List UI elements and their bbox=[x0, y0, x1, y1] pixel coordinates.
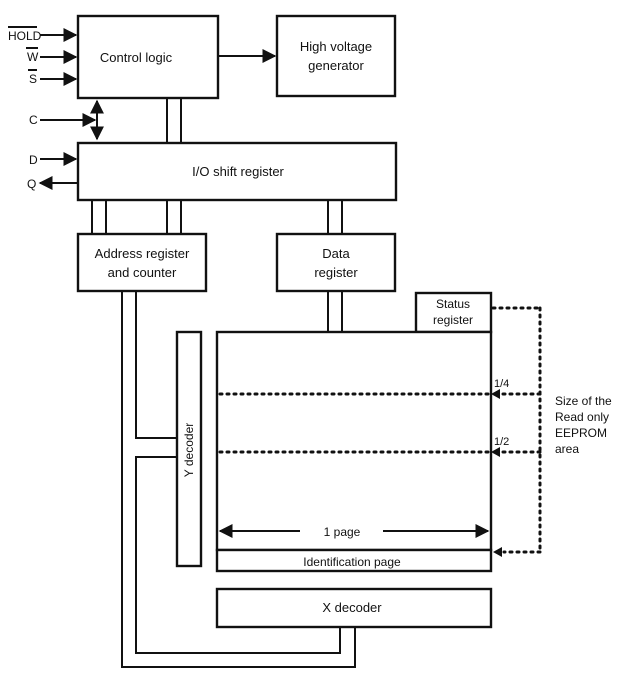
read-only-bottom-arrowhead bbox=[493, 547, 502, 557]
half-label: 1/2 bbox=[494, 436, 509, 448]
x-decoder-block bbox=[215, 587, 493, 629]
address-to-x-decoder-outer-path bbox=[121, 291, 356, 668]
x-decoder-label: X decoder bbox=[322, 600, 382, 615]
address-to-x-decoder-inner-path bbox=[135, 456, 341, 654]
q-signal-label: Q bbox=[27, 177, 36, 191]
hold-signal-label: HOLD bbox=[8, 29, 42, 43]
data-register-label-line1: Data bbox=[322, 246, 350, 261]
data-register-label-line2: register bbox=[314, 265, 358, 280]
read-only-half-arrowhead bbox=[491, 447, 500, 457]
memory-array-block bbox=[215, 330, 493, 552]
read-only-note-line1: Size of the bbox=[555, 394, 612, 408]
data-register-block bbox=[275, 232, 397, 293]
high-voltage-label-line2: generator bbox=[308, 58, 364, 73]
address-register-block bbox=[76, 232, 208, 293]
c-signal-label: C bbox=[29, 113, 38, 127]
status-register-label-line1: Status bbox=[436, 297, 470, 311]
io-shift-register-block bbox=[76, 141, 398, 202]
s-signal-label: S bbox=[29, 72, 37, 86]
address-register-label-line2: and counter bbox=[108, 265, 177, 280]
identification-page-label: Identification page bbox=[303, 555, 401, 569]
read-only-note-line4: area bbox=[555, 442, 579, 456]
page-span-label: 1 page bbox=[324, 525, 361, 539]
quarter-label: 1/4 bbox=[494, 378, 509, 390]
high-voltage-generator-block bbox=[275, 14, 397, 98]
high-voltage-label-line1: High voltage bbox=[300, 39, 372, 54]
y-decoder-block bbox=[175, 330, 203, 568]
status-register-label-line2: register bbox=[433, 313, 473, 327]
identification-page-block bbox=[215, 548, 493, 573]
d-signal-label: D bbox=[29, 153, 38, 167]
read-only-note-line2: Read only bbox=[555, 410, 609, 424]
w-signal-label: W bbox=[27, 50, 39, 64]
control-logic-label: Control logic bbox=[100, 50, 173, 65]
status-register-block bbox=[414, 291, 493, 334]
address-to-y-decoder-path bbox=[135, 291, 177, 439]
read-only-quarter-arrowhead bbox=[491, 389, 500, 399]
address-register-label-line1: Address register bbox=[95, 246, 190, 261]
io-shift-register-label: I/O shift register bbox=[192, 164, 284, 179]
y-decoder-label: Y decoder bbox=[182, 423, 196, 478]
control-logic-block bbox=[76, 14, 220, 100]
read-only-note-line3: EEPROM bbox=[555, 426, 607, 440]
